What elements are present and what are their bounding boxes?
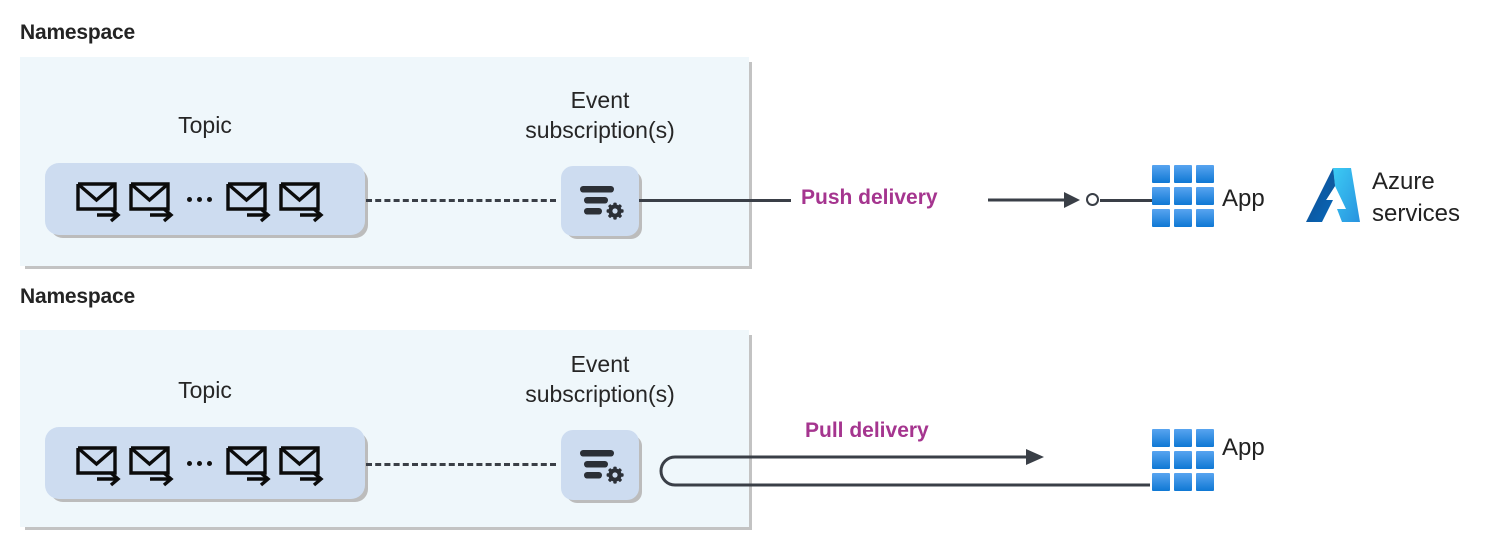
filter-gear-icon [576, 444, 624, 486]
ellipsis-icon-pull [181, 460, 218, 466]
envelope-row-push [75, 175, 324, 223]
event-subscription-label-pull: Event subscription(s) [525, 351, 675, 407]
event-subscription-tile-push [561, 166, 639, 236]
app-grid-icon-pull [1152, 429, 1214, 491]
namespace-title-pull: Namespace [20, 285, 135, 308]
namespace-title-push: Namespace [20, 21, 135, 44]
event-subscription-label-push: Event subscription(s) [525, 87, 675, 143]
filter-gear-icon [576, 180, 624, 222]
push-delivery-label: Push delivery [801, 186, 938, 209]
app-grid-icon-push [1152, 165, 1214, 227]
push-line-right [1100, 199, 1152, 202]
azure-logo-icon [1302, 165, 1364, 227]
envelope-arrow-icon [128, 439, 174, 487]
arrow-right-icon-push [988, 188, 1084, 212]
envelope-arrow-icon [225, 175, 271, 223]
event-subscription-tile-pull [561, 430, 639, 500]
topic-label-pull: Topic [178, 377, 232, 403]
u-turn-loop-icon [650, 445, 1160, 505]
push-line-left [639, 199, 791, 202]
topic-label-push: Topic [178, 112, 232, 138]
envelope-arrow-icon [225, 439, 271, 487]
envelope-arrow-icon [278, 439, 324, 487]
envelope-arrow-icon [278, 175, 324, 223]
dashed-connector-push [366, 199, 556, 202]
ellipsis-icon-push [181, 196, 218, 202]
envelope-arrow-icon [128, 175, 174, 223]
hollow-circle-endpoint-icon [1086, 193, 1099, 206]
app-label-pull: App [1222, 434, 1265, 461]
pull-delivery-label: Pull delivery [805, 419, 929, 442]
envelope-arrow-icon [75, 439, 121, 487]
envelope-arrow-icon [75, 175, 121, 223]
azure-services-label: Azure services [1372, 168, 1461, 227]
envelope-row-pull [75, 439, 324, 487]
app-label-push: App [1222, 185, 1265, 212]
dashed-connector-pull [366, 463, 556, 466]
